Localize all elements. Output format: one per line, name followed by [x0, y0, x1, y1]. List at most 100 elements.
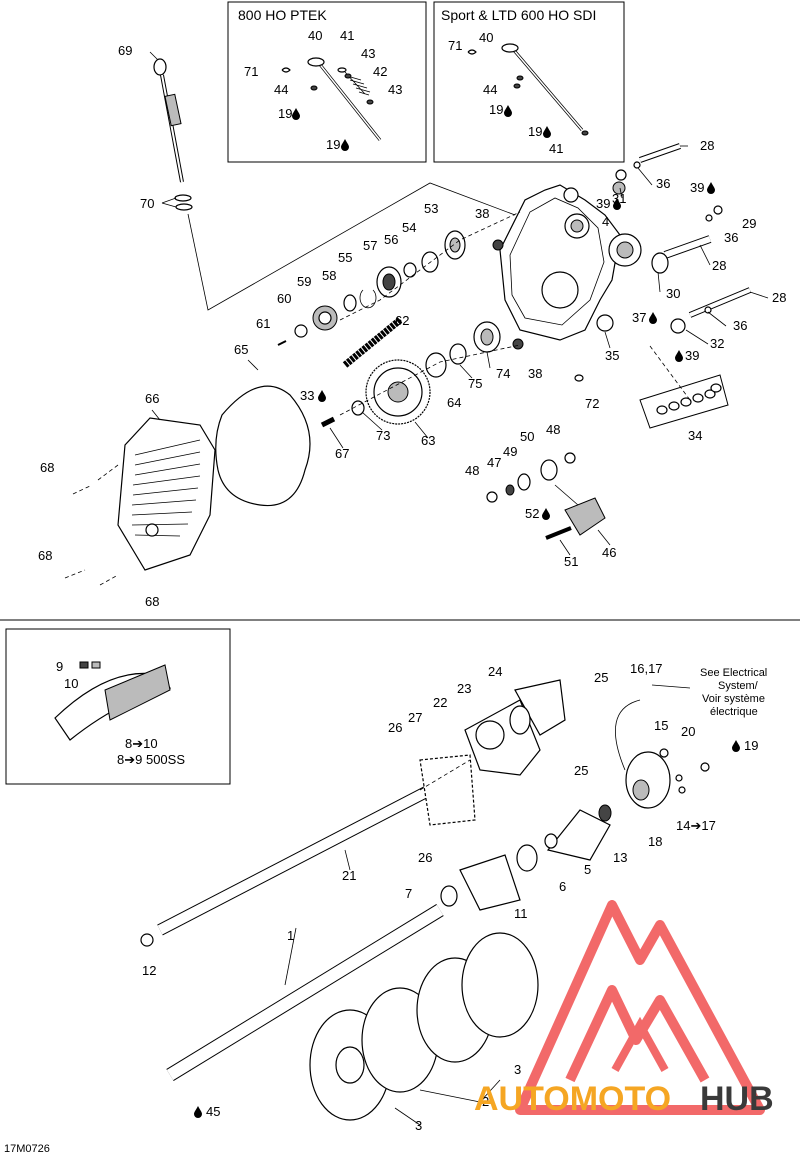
electrical-note-line1: See Electrical — [700, 667, 767, 679]
callout-44-ptek: 44 — [274, 82, 288, 97]
callout-71-ptek: 71 — [244, 64, 258, 79]
callout-39-c: 39 — [685, 348, 699, 363]
callout-29: 29 — [742, 216, 756, 231]
watermark-word-b: HUB — [700, 1080, 774, 1118]
callout-68-a: 68 — [40, 460, 54, 475]
callout-2: 2 — [482, 1094, 489, 1109]
drive-axle — [166, 904, 444, 1081]
callout-14-17: 14➔17 — [676, 818, 716, 833]
callout-23: 23 — [457, 681, 471, 696]
drop-icon — [542, 508, 550, 520]
drop-icon — [318, 390, 326, 402]
callout-1: 1 — [287, 928, 294, 943]
callout-15: 15 — [654, 718, 668, 733]
callout-55: 55 — [338, 250, 352, 265]
callout-46: 46 — [602, 545, 616, 560]
electrical-note-line2: System/ — [718, 680, 759, 692]
cover-gasket — [215, 385, 311, 507]
callout-19-sdi-a: 19 — [489, 102, 503, 117]
electrical-note-line3: Voir système — [702, 693, 765, 705]
housing-fasteners — [492, 143, 752, 382]
callout-20: 20 — [681, 724, 695, 739]
watermark-word-a: AUTOMOTO — [474, 1080, 671, 1118]
callout-5: 5 — [584, 862, 591, 877]
upper-sprocket-stack — [277, 211, 521, 368]
lower-sprocket-stack — [320, 321, 521, 428]
callout-43-ptek-b: 43 — [388, 82, 402, 97]
callout-60: 60 — [277, 291, 291, 306]
callout-58: 58 — [322, 268, 336, 283]
callout-18: 18 — [648, 834, 662, 849]
callout-40-ptek: 40 — [308, 28, 322, 43]
callout-12: 12 — [142, 963, 156, 978]
track-range-label-2: 8➔9 500SS — [117, 752, 185, 767]
bearing-flanges — [419, 679, 710, 911]
callout-52: 52 — [525, 506, 539, 521]
callout-21: 21 — [342, 868, 356, 883]
callout-26-b: 26 — [418, 850, 432, 865]
callout-51: 51 — [564, 554, 578, 569]
callout-19-ptek-b: 19 — [326, 137, 340, 152]
callout-33: 33 — [300, 388, 314, 403]
callout-19-e: 19 — [744, 738, 758, 753]
callout-39-b: 39 — [596, 196, 610, 211]
chaincase-housing — [499, 184, 621, 341]
callout-61: 61 — [256, 316, 270, 331]
callout-19-ptek-a: 19 — [278, 106, 292, 121]
sdi-inset-title: Sport & LTD 600 HO SDI — [441, 7, 596, 23]
callout-34: 34 — [688, 428, 702, 443]
callout-50: 50 — [520, 429, 534, 444]
ptek-inset-title: 800 HO PTEK — [238, 7, 327, 23]
callout-69: 69 — [118, 43, 132, 58]
drop-icon — [504, 105, 512, 117]
callout-35: 35 — [605, 348, 619, 363]
callout-16-17: 16,17 — [630, 661, 663, 676]
callout-48-b: 48 — [465, 463, 479, 478]
callout-53: 53 — [424, 201, 438, 216]
callout-9: 9 — [56, 659, 63, 674]
drop-icon — [341, 139, 349, 151]
leader-lines — [149, 51, 769, 1126]
callout-36-a: 36 — [656, 176, 670, 191]
drive-shaft — [140, 784, 433, 947]
callout-4: 4 — [602, 214, 609, 229]
callout-13: 13 — [613, 850, 627, 865]
callout-36-c: 36 — [733, 318, 747, 333]
callout-24: 24 — [488, 664, 502, 679]
drawing-code: 17M0726 — [4, 1143, 50, 1155]
callout-68-c: 68 — [145, 594, 159, 609]
drop-icon — [732, 740, 740, 752]
sdi-valve-parts — [467, 43, 589, 136]
callout-65: 65 — [234, 342, 248, 357]
ptek-valve-parts — [281, 57, 382, 141]
callout-67: 67 — [335, 446, 349, 461]
callout-47: 47 — [487, 455, 501, 470]
track-range-label-1: 8➔10 — [125, 736, 158, 751]
callout-54: 54 — [402, 220, 416, 235]
callout-27: 27 — [408, 710, 422, 725]
chaincase-cover — [64, 417, 216, 586]
inset-sdi-frame — [433, 1, 625, 163]
callout-72: 72 — [585, 396, 599, 411]
callout-41-sdi: 41 — [549, 141, 563, 156]
callout-36-b: 36 — [724, 230, 738, 245]
callout-56: 56 — [384, 232, 398, 247]
callout-45: 45 — [206, 1104, 220, 1119]
callout-25-a: 25 — [594, 670, 608, 685]
callout-57: 57 — [363, 238, 377, 253]
callout-63: 63 — [421, 433, 435, 448]
callout-49: 49 — [503, 444, 517, 459]
watermark-logo — [515, 900, 765, 1115]
callout-22: 22 — [433, 695, 447, 710]
drop-icon — [543, 126, 551, 138]
callout-30: 30 — [666, 286, 680, 301]
callout-41-ptek: 41 — [340, 28, 354, 43]
callout-43-ptek-a: 43 — [361, 46, 375, 61]
callout-10: 10 — [64, 676, 78, 691]
drop-icon — [675, 350, 683, 362]
callout-28-a: 28 — [700, 138, 714, 153]
callout-26-a: 26 — [388, 720, 402, 735]
callout-7: 7 — [405, 886, 412, 901]
part-callouts: 800 HO PTEK Sport & LTD 600 HO SDI 69 70… — [4, 7, 786, 1155]
